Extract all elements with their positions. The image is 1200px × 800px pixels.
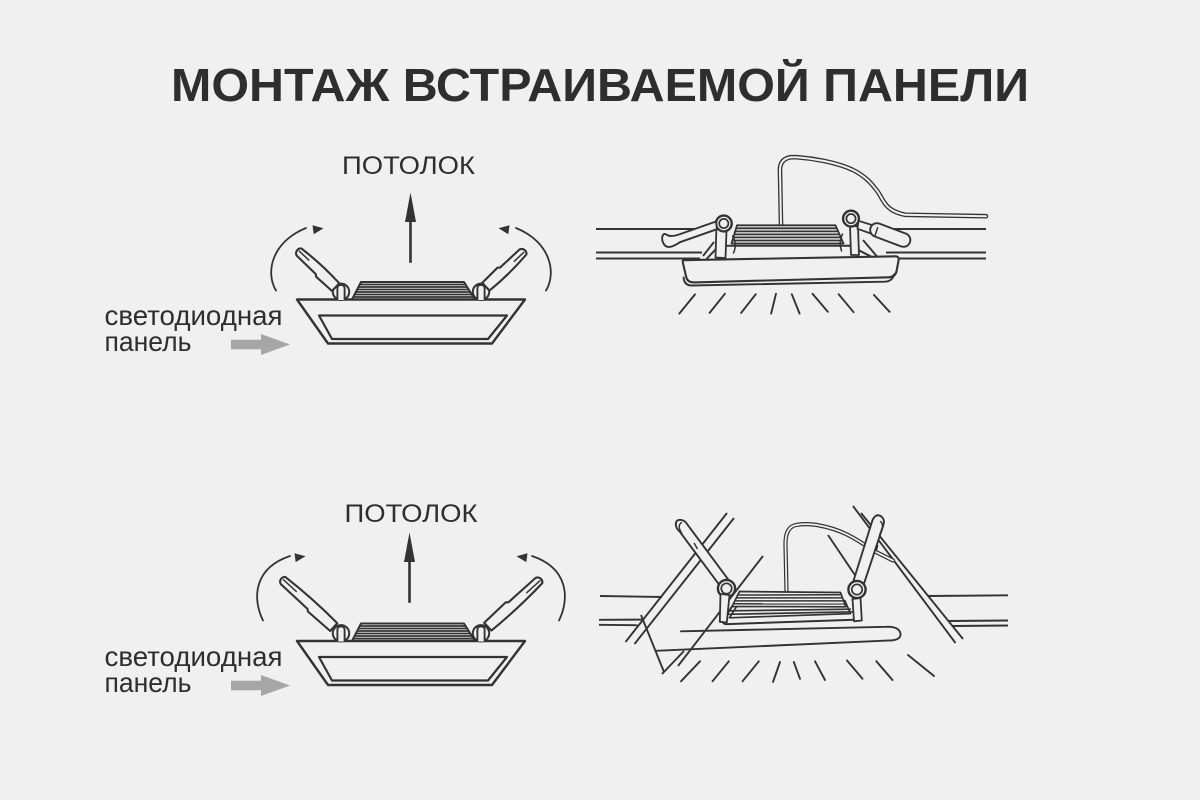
svg-text:светодиодная: светодиодная (105, 300, 283, 331)
svg-text:светодиодная: светодиодная (105, 641, 283, 672)
svg-text:панель: панель (105, 326, 192, 357)
svg-text:панель: панель (105, 667, 192, 698)
svg-text:МОНТАЖ ВСТРАИВАЕМОЙ ПАНЕЛИ: МОНТАЖ ВСТРАИВАЕМОЙ ПАНЕЛИ (171, 59, 1029, 111)
svg-text:ПОТОЛОК: ПОТОЛОК (342, 152, 475, 180)
svg-text:ПОТОЛОК: ПОТОЛОК (345, 500, 478, 528)
